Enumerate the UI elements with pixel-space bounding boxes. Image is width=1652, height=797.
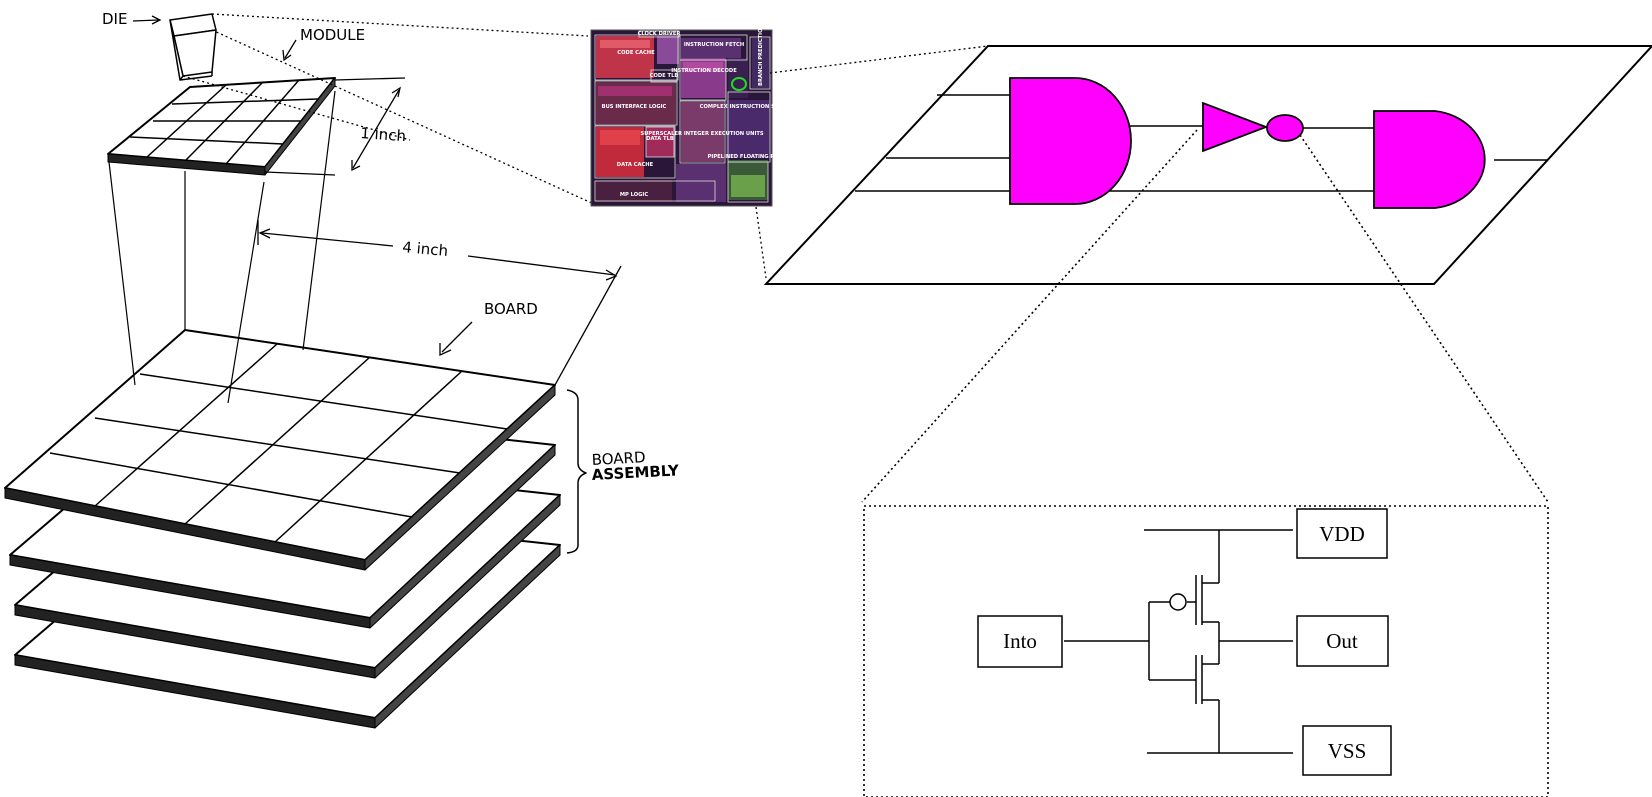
output-terminal: Out [1297,616,1388,666]
chip-block-instruction-fetch: INSTRUCTION FETCH [684,42,744,48]
chip-block-complex-instruction: COMPLEX INSTRUCTION SUPPORT [700,104,799,110]
chip-block-branch-prediction: BRANCH PREDICTION LOGIC [758,5,764,86]
chip-block-bus-interface: BUS INTERFACE LOGIC [602,104,667,110]
and-gate-1 [1010,78,1131,204]
die-label: DIE [102,10,127,28]
chip-block-clock-driver: CLOCK DRIVER [638,31,681,37]
die [170,14,216,80]
chip-block-superscaler: SUPERSCALER INTEGER EXECUTION UNITS [640,131,764,137]
chip-plane-projection [756,46,988,278]
and-gate-2 [1374,111,1485,208]
vdd-terminal: VDD [1297,509,1387,558]
input-terminal: Into [978,616,1062,667]
vss-terminal: VSS [1303,726,1391,775]
vdd-label: VDD [1319,522,1365,546]
inverter-zoom-projection [862,130,1548,797]
assembly-label-line2: ASSEMBLY [591,461,680,484]
vss-label: VSS [1328,739,1367,763]
chip-block-data-cache: DATA CACHE [617,162,654,168]
chip-block-instruction-decode: INSTRUCTION DECODE [671,68,737,74]
chip-block-pipelined-fp: PIPELINED FLOATING POINT [708,154,789,160]
chip-micrograph: CLOCK DRIVER INSTRUCTION FETCH CODE CACH… [591,5,799,206]
chip-block-code-cache: CODE CACHE [617,50,655,56]
output-label: Out [1326,629,1358,653]
board-size-label: 4 inch [402,238,449,260]
buffer-triangle [1203,103,1266,151]
board-assembly [5,330,586,728]
chip-block-mp-logic: MP LOGIC [620,192,648,198]
inverter-schematic [1064,530,1293,753]
board-label: BOARD [484,300,538,318]
inverter-bubble [1267,115,1303,141]
input-label: Into [1003,629,1037,653]
module [108,78,335,175]
gate-plane [766,46,1652,284]
module-label: MODULE [300,26,365,44]
assembly-bracket [567,390,586,553]
